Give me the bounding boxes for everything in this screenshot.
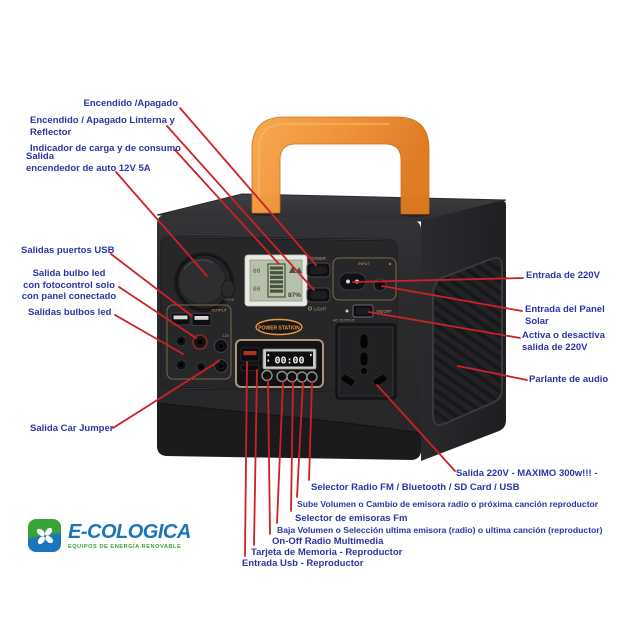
ac-indicator-led xyxy=(345,309,349,313)
logo-tagline: EQUIPOS DE ENERGÍA RENOVABLE xyxy=(68,543,182,550)
mode-select-button xyxy=(306,371,318,383)
annotation-memory-card: Tarjeta de Memoria - Reproductor xyxy=(251,547,403,558)
lcd-output-watts: 00 xyxy=(253,286,261,293)
annotation-car-jumper: Salida Car Jumper xyxy=(30,423,114,434)
lcd-display: 00 00 87% xyxy=(244,254,308,307)
light-icon xyxy=(308,306,312,311)
annotation-flashlight-toggle: Encendido / Apagado Linterna y Reflector xyxy=(30,115,175,138)
ac-input-socket xyxy=(338,272,367,291)
annotation-radio-onoff: On-Off Radio Multimedia xyxy=(272,536,384,547)
light-button-label: LIGHT xyxy=(314,307,327,312)
ac-output-label: AC OUTPUT xyxy=(333,319,356,323)
annotation-power-toggle: Encendido /Apagado xyxy=(83,98,178,109)
clock-display-value: 00:00 xyxy=(274,356,304,367)
power-button-label: POWER xyxy=(310,256,326,261)
annotation-led-bulb-outputs: Salidas bulbos led xyxy=(28,307,112,318)
input-section-label: INPUT xyxy=(358,261,371,266)
annotation-car-lighter-output: Salida encendedor de auto 12V 5A xyxy=(26,151,151,174)
brand-plate: POWER STATION xyxy=(255,318,303,336)
bottom-bezel xyxy=(157,403,421,460)
output-section-label: OUTPUT xyxy=(211,309,227,313)
annotation-speaker: Parlante de audio xyxy=(529,374,609,385)
annotation-usb-input-player: Entrada Usb - Reproductor xyxy=(242,558,364,569)
player-usb-port xyxy=(240,347,260,362)
multimedia-panel: 00:00 xyxy=(235,339,324,388)
control-panel: OPEN 00 00 87% xyxy=(160,235,398,400)
socket-cover-tab xyxy=(221,279,235,299)
annotation-solar-input: Entrada del Panel Solar xyxy=(525,304,605,327)
speaker-grille xyxy=(432,256,503,426)
annotation-led-photocontrol: Salida bulbo led con fotocontrol solo co… xyxy=(21,268,117,303)
annotation-volume-up: Sube Volumen o Cambio de emisora radio o… xyxy=(297,499,599,509)
usb-port-2 xyxy=(191,313,212,326)
annotation-ac-input: Entrada de 220V xyxy=(526,270,600,281)
company-logo: E-COLOGICA EQUIPOS DE ENERGÍA RENOVABLE xyxy=(28,519,191,552)
logo-name: E-COLOGICA xyxy=(68,520,191,543)
annotation-volume-down: Baja Volumen o Selección ultima emisora … xyxy=(277,525,603,535)
flower-icon xyxy=(36,527,53,544)
socket-open-label: OPEN xyxy=(224,298,235,302)
logo-text: E-COLOGICA EQUIPOS DE ENERGÍA RENOVABLE xyxy=(68,522,191,550)
logo-flower-icon xyxy=(28,519,61,552)
annotation-fm-selector: Selector de emisoras Fm xyxy=(295,513,408,524)
clock-display: 00:00 xyxy=(262,348,317,370)
lcd-battery-percent: 87% xyxy=(288,292,301,299)
brand-plate-text: POWER STATION xyxy=(258,325,300,331)
annotation-ac-output: Salida 220V - MAXIMO 300w!!! - xyxy=(456,468,598,479)
sd-card-slot xyxy=(240,364,260,371)
onoff-label: ON/OFF xyxy=(376,309,392,314)
dc-12v-label: 12V xyxy=(223,334,230,338)
annotation-radio-selector: Selector Radio FM / Bluetooth / SD Card … xyxy=(311,482,520,493)
input-indicator-led xyxy=(388,262,392,266)
annotation-ac-toggle: Activa o desactiva salida de 220V xyxy=(522,330,605,353)
ac-output-socket xyxy=(335,323,397,400)
volume-down-button xyxy=(276,370,288,383)
annotation-charge-indicator: Indicador de carga y de consumo xyxy=(30,143,181,154)
lcd-input-watts: 00 xyxy=(253,268,261,275)
fm-select-button xyxy=(286,371,298,383)
usb-port-1 xyxy=(170,312,191,326)
annotation-usb-outputs: Salidas puertos USB xyxy=(21,245,115,256)
volume-up-button xyxy=(296,371,308,383)
light-button-group: LIGHT xyxy=(306,287,331,312)
radio-onoff-button xyxy=(261,369,273,382)
